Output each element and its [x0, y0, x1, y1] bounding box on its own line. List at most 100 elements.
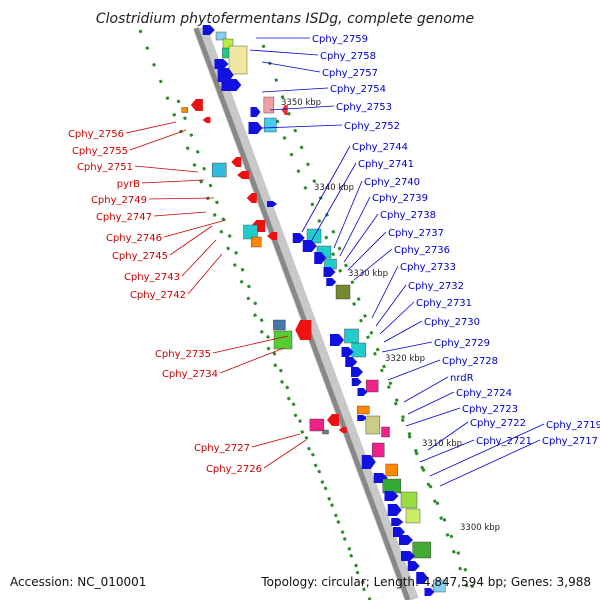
right-label-leader: [375, 284, 407, 327]
left-gene-label: Cphy_2742: [130, 290, 186, 301]
gene-feature-19: [237, 171, 250, 179]
left-gene-label: Cphy_2749: [91, 195, 147, 206]
right-label-leader: [383, 320, 423, 343]
accession-text: Accession: NC_010001: [10, 575, 146, 589]
gene-feature-45: [351, 378, 362, 386]
gene-feature-60: [384, 491, 399, 501]
gene-feature-21: [267, 201, 277, 207]
right-gene-label: Cphy_2730: [424, 317, 480, 328]
backbone-line: [193, 27, 411, 600]
gene-feature-35: [273, 319, 286, 331]
gene-feature-53: [322, 429, 329, 435]
right-gene-label: nrdR: [450, 373, 474, 384]
gene-feature-30: [314, 252, 327, 264]
scale-label: 3310 kbp: [422, 439, 462, 449]
gene-feature-2: [215, 31, 227, 41]
gene-feature-66: [399, 535, 413, 545]
right-label-leader: [339, 196, 371, 257]
left-gene-label: Cphy_2727: [194, 443, 250, 454]
gene-feature-52: [327, 414, 339, 426]
right-gene-label: Cphy_2732: [408, 281, 464, 292]
gene-feature-24: [251, 236, 262, 248]
right-gene-label: Cphy_2752: [344, 121, 400, 132]
right-label-leader: [261, 61, 321, 73]
left-gene-label: Cphy_2726: [206, 464, 262, 475]
gene-feature-38: [330, 334, 344, 346]
right-label-leader: [261, 124, 343, 129]
scale-label: 3300 kbp: [460, 523, 500, 533]
dotted-track-4: [275, 119, 480, 600]
right-label-leader: [379, 301, 415, 335]
gene-feature-42: [345, 357, 358, 367]
gene-feature-1: [202, 25, 215, 35]
right-gene-label: Cphy_2723: [462, 404, 518, 415]
right-gene-label: Cphy_2738: [380, 210, 436, 221]
right-gene-label: Cphy_2722: [470, 418, 526, 429]
gene-feature-62: [387, 504, 402, 516]
right-label-leader: [249, 49, 319, 56]
left-gene-label: Cphy_2745: [112, 251, 168, 262]
gene-feature-44: [366, 379, 379, 393]
right-label-leader: [427, 421, 469, 451]
gene-feature-7: [217, 68, 234, 82]
gene-feature-51: [309, 418, 325, 432]
left-label-leader: [212, 335, 289, 354]
right-label-leader: [429, 423, 545, 477]
right-gene-label: Cphy_2724: [456, 388, 512, 399]
gene-feature-67: [412, 541, 431, 559]
gene-feature-28: [302, 240, 317, 252]
gene-feature-17: [231, 157, 242, 167]
genome-summary-text: Topology: circular; Length: 4,847,594 bp…: [260, 575, 591, 589]
right-label-leader: [301, 145, 351, 233]
gene-feature-12: [248, 122, 263, 134]
right-gene-label: Cphy_2717: [542, 436, 598, 447]
gene-feature-37: [295, 320, 312, 340]
gene-feature-23: [243, 224, 258, 240]
right-gene-label: Cphy_2757: [322, 68, 378, 79]
gene-feature-18: [212, 162, 227, 178]
left-label-leader: [187, 253, 223, 295]
scale-label: 3350 kbp: [281, 98, 321, 108]
left-gene-label: pyrB: [117, 179, 140, 190]
right-label-leader: [439, 439, 541, 487]
gene-feature-49: [365, 415, 381, 435]
right-label-leader: [269, 105, 335, 111]
left-label-leader: [125, 121, 177, 134]
right-label-leader: [403, 376, 449, 403]
right-label-leader: [387, 359, 441, 381]
gene-feature-69: [407, 561, 420, 571]
left-label-leader: [251, 433, 301, 448]
dotted-tracks: [138, 29, 480, 600]
right-gene-label: Cphy_2729: [434, 338, 490, 349]
right-gene-label: Cphy_2719: [546, 420, 600, 431]
gene-feature-40: [351, 342, 366, 358]
left-gene-label: Cphy_2755: [72, 146, 128, 157]
left-gene-label: Cphy_2751: [77, 162, 133, 173]
gene-feature-32: [323, 267, 336, 277]
gene-feature-5: [228, 45, 248, 75]
right-gene-label: Cphy_2736: [394, 245, 450, 256]
left-label-leader: [141, 179, 205, 184]
left-label-leader: [219, 347, 285, 374]
left-gene-label: Cphy_2756: [68, 129, 124, 140]
right-gene-label: Cphy_2744: [352, 142, 408, 153]
gene-feature-36: [273, 330, 293, 350]
scale-label: 3330 kbp: [348, 269, 388, 279]
right-gene-label: Cphy_2737: [388, 228, 444, 239]
gene-feature-71: [433, 579, 446, 593]
right-label-leader: [353, 248, 393, 281]
right-label-leader: [347, 231, 387, 271]
right-gene-label: Cphy_2741: [358, 159, 414, 170]
gene-feature-61: [400, 491, 418, 509]
gene-feature-55: [372, 442, 385, 458]
left-label-leader: [181, 239, 217, 277]
right-gene-label: Cphy_2753: [336, 102, 392, 113]
left-gene-label: Cphy_2747: [96, 212, 152, 223]
gene-feature-26: [292, 233, 305, 243]
genome-backbone: [193, 25, 419, 600]
left-label-leader: [263, 439, 307, 469]
gene-feature-72: [424, 588, 435, 596]
right-label-leader: [261, 87, 329, 93]
gene-feature-59: [382, 478, 401, 494]
